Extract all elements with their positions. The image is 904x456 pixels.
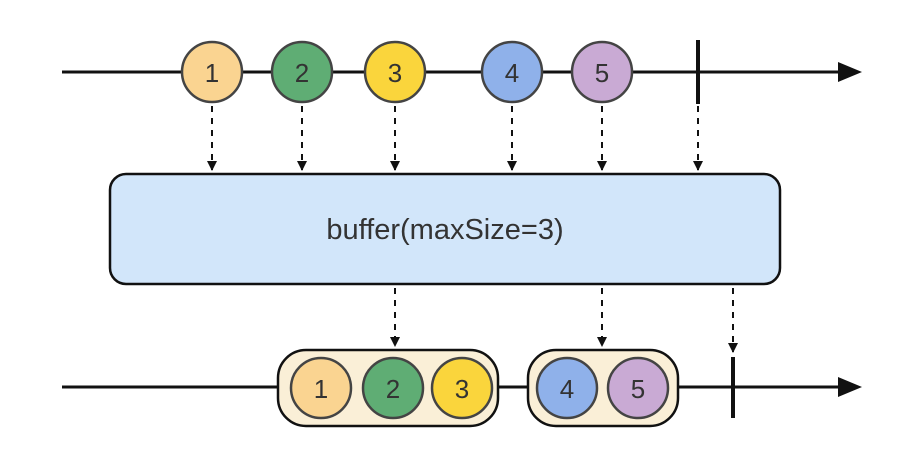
- output-marble-label: 3: [455, 374, 469, 404]
- input-to-operator-arrows: [207, 106, 703, 171]
- input-marble-label: 4: [505, 58, 519, 88]
- output-marble: 4: [535, 356, 599, 420]
- input-marble-circle: [363, 40, 427, 104]
- input-marble: 3: [363, 40, 427, 104]
- input-marble-circle: [270, 40, 334, 104]
- input-marble: 5: [570, 40, 634, 104]
- operator-label: buffer(maxSize=3): [326, 214, 563, 246]
- output-marble-circle: [606, 356, 670, 420]
- output-timeline-arrowhead: [838, 377, 862, 397]
- output-buffer-group: 1 2 3: [276, 348, 500, 428]
- output-marble-label: 2: [386, 374, 400, 404]
- input-marbles: 1 2 3 4 5: [180, 40, 634, 104]
- output-marble-circle: [289, 356, 353, 420]
- input-marble-label: 5: [595, 58, 609, 88]
- output-marble-label: 5: [631, 374, 645, 404]
- input-marble-label: 3: [388, 58, 402, 88]
- operator-rect: [108, 172, 782, 286]
- input-marble: 4: [480, 40, 544, 104]
- operator-to-output-arrows: [390, 288, 738, 353]
- output-marble-circle: [361, 356, 425, 420]
- operator-box: buffer(maxSize=3): [108, 172, 782, 286]
- output-marble-circle: [535, 356, 599, 420]
- input-marble: 2: [270, 40, 334, 104]
- input-marble: 1: [180, 40, 244, 104]
- output-marble-circle: [430, 356, 494, 420]
- input-marble-circle: [180, 40, 244, 104]
- output-marble: 3: [430, 356, 494, 420]
- output-marble: 5: [606, 356, 670, 420]
- output-marble-label: 4: [560, 374, 574, 404]
- output-marble: 2: [361, 356, 425, 420]
- output-buffer-group: 4 5: [526, 348, 680, 428]
- input-marble-circle: [570, 40, 634, 104]
- input-marble-label: 1: [205, 58, 219, 88]
- output-marble-label: 1: [314, 374, 328, 404]
- output-marble: 1: [289, 356, 353, 420]
- input-marble-circle: [480, 40, 544, 104]
- input-timeline-arrowhead: [838, 62, 862, 82]
- input-marble-label: 2: [295, 58, 309, 88]
